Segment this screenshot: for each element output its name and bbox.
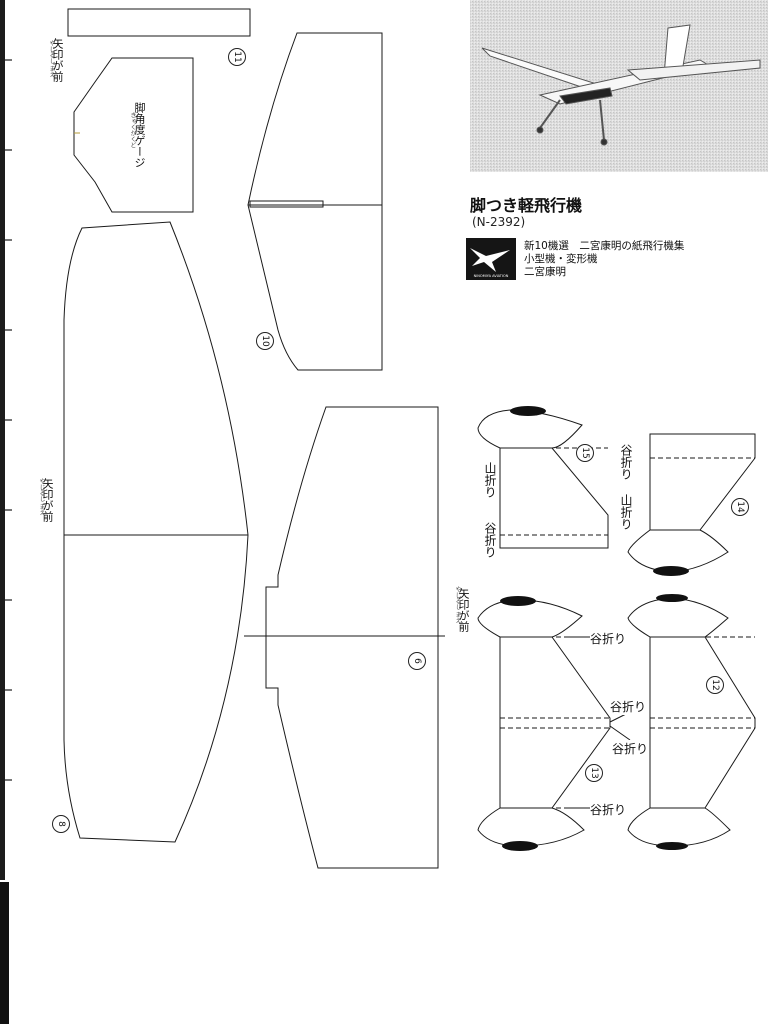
part-number-14: 14 (731, 498, 749, 516)
plane-illustration (481, 24, 761, 146)
part-11-strip (67, 8, 251, 37)
arrow-forward-ruby-8: やじるし まえ (38, 478, 45, 516)
product-code: (N-2392) (472, 215, 526, 229)
svg-text:NINOMIYA AVIATION: NINOMIYA AVIATION (474, 274, 509, 278)
angle-gauge-label: 脚角度ゲージ (133, 102, 146, 168)
author-line: 二宮康明 (524, 266, 566, 278)
product-info: 新10機選 二宮康明の紙飛行機集 小型機・変形機 二宮康明 (524, 240, 684, 279)
left-margin-ticks (5, 59, 12, 781)
valley-fold-label-top: 谷折り (590, 630, 627, 647)
part-15-outline (477, 409, 609, 549)
arrow-forward-label-6: 矢印が前 (457, 588, 470, 632)
publisher-logo: NINOMIYA AVIATION (466, 238, 516, 280)
valley-fold-label-15: 谷折り (483, 522, 497, 558)
wheel-shapes (500, 406, 689, 851)
arrow-forward-label-8: 矢印が前 (41, 478, 54, 522)
part-number-10: 10 (256, 332, 274, 350)
arrow-forward-ruby-11: やじるし まえ (48, 40, 55, 78)
mountain-fold-label-14: 山折り (619, 494, 633, 530)
valley-fold-label-mid-a: 谷折り (610, 698, 647, 715)
bottom-black-band (0, 882, 9, 1024)
part-8-outline (63, 221, 249, 843)
part-number-15: 15 (576, 444, 594, 462)
category-line: 小型機・変形機 (524, 253, 598, 265)
angle-gauge-outline (73, 57, 194, 213)
plane-logo-icon: NINOMIYA AVIATION (470, 248, 510, 278)
valley-fold-label-14: 谷折り (619, 444, 633, 480)
left-margin-strip (0, 0, 5, 880)
part-number-12: 12 (706, 676, 724, 694)
part-number-6: 6 (408, 652, 426, 670)
part-number-11: 11 (228, 48, 246, 66)
arrow-forward-ruby-6: やじるし まえ (454, 586, 461, 624)
angle-gauge-ruby: きゃくかくど (129, 112, 136, 148)
product-title: 脚つき軽飛行機 (470, 196, 583, 215)
part-6-outline (265, 406, 439, 869)
part-number-8: 8 (52, 815, 70, 833)
valley-fold-label-bottom: 谷折り (590, 801, 627, 818)
arrow-forward-label-11: 矢印が前 (51, 38, 64, 82)
series-line: 新10機選 二宮康明の紙飛行機集 (524, 240, 685, 252)
valley-fold-label-mid-b: 谷折り (612, 740, 649, 757)
part-number-13: 13 (585, 764, 603, 782)
mountain-fold-label-15: 山折り (483, 462, 497, 498)
part-12-outline (627, 597, 756, 847)
